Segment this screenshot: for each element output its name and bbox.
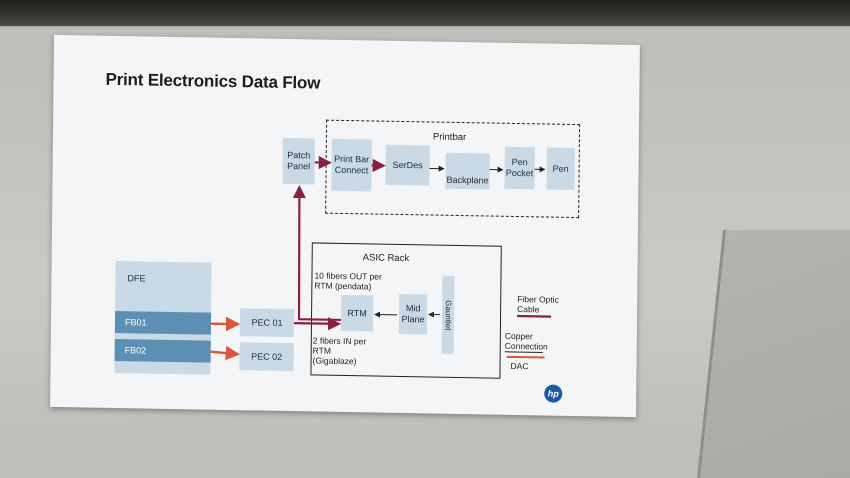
fiber-arrow-pec01-to-rtm bbox=[293, 317, 342, 331]
poster: Print Electronics Data Flow Printbar Pat… bbox=[50, 34, 640, 418]
legend-dac-line bbox=[506, 355, 545, 359]
wall-top-shadow bbox=[0, 0, 850, 26]
door-panel bbox=[697, 230, 850, 478]
fiber-arrow-rtm-to-patch bbox=[292, 184, 342, 322]
connector-arrows bbox=[210, 155, 552, 361]
hp-logo: hp bbox=[544, 384, 563, 403]
legend-fiber-line bbox=[517, 314, 552, 318]
legend-copper-line bbox=[504, 351, 543, 353]
dac-arrow-fb02-to-pec02 bbox=[210, 345, 241, 361]
